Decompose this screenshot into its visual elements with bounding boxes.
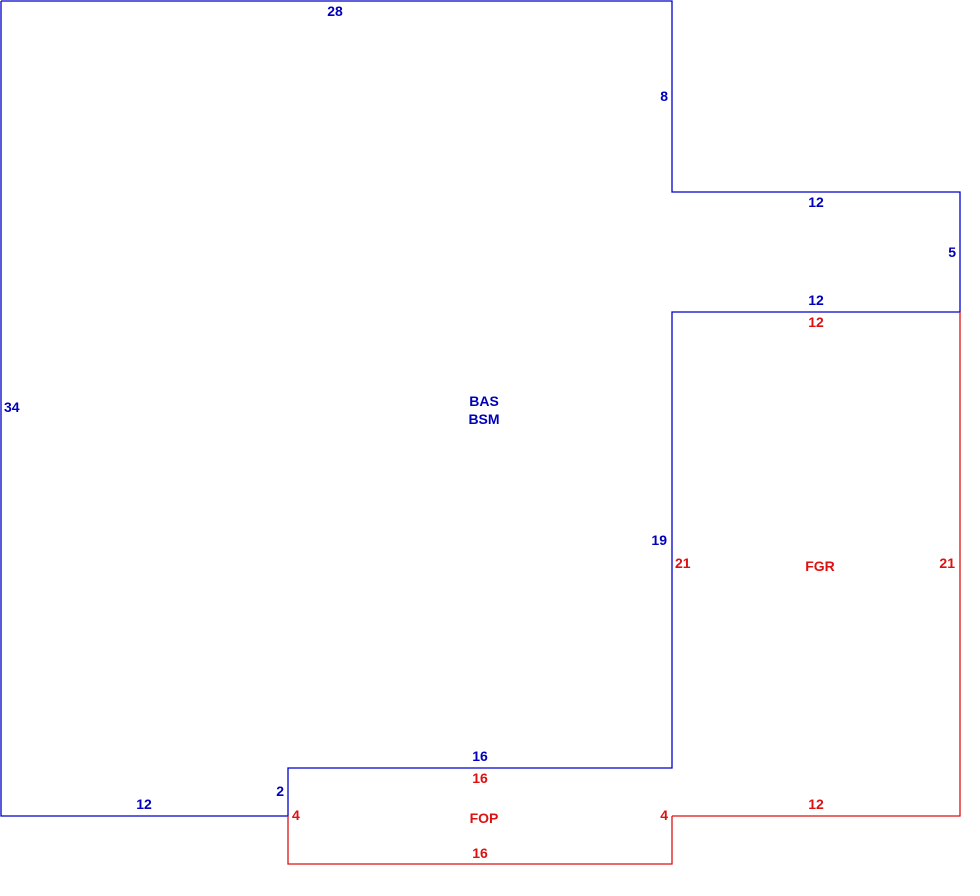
dim-fop-bottom: 16 <box>472 845 488 861</box>
area-label-bas: BAS <box>469 393 499 409</box>
dim-bas-notch: 2 <box>276 783 284 799</box>
dim-fop-top: 16 <box>472 770 488 786</box>
dim-fop-right: 4 <box>660 807 668 823</box>
area-label-fgr: FGR <box>805 558 835 574</box>
dim-bas-left: 34 <box>4 399 20 415</box>
dim-fgr-right: 21 <box>939 555 955 571</box>
area-label-bsm: BSM <box>468 411 499 427</box>
fop-outline <box>287 816 673 865</box>
dim-bas-inner-right: 19 <box>651 532 667 548</box>
dim-bas-step-top: 12 <box>808 194 824 210</box>
dim-fgr-top: 12 <box>808 314 824 330</box>
dim-bas-upper-right: 8 <box>660 88 668 104</box>
dim-fgr-bottom: 12 <box>808 796 824 812</box>
dim-bas-top: 28 <box>327 3 343 19</box>
bas-outline <box>0 0 961 817</box>
dim-bas-step-right: 5 <box>948 244 956 260</box>
dim-bas-step-bottom: 12 <box>808 292 824 308</box>
dim-fop-left: 4 <box>292 807 300 823</box>
dim-bas-bottom: 12 <box>136 796 152 812</box>
dim-fgr-left: 21 <box>675 555 691 571</box>
dim-bas-porch-top: 16 <box>472 748 488 764</box>
fgr-outline <box>672 312 961 817</box>
area-label-fop: FOP <box>470 810 499 826</box>
